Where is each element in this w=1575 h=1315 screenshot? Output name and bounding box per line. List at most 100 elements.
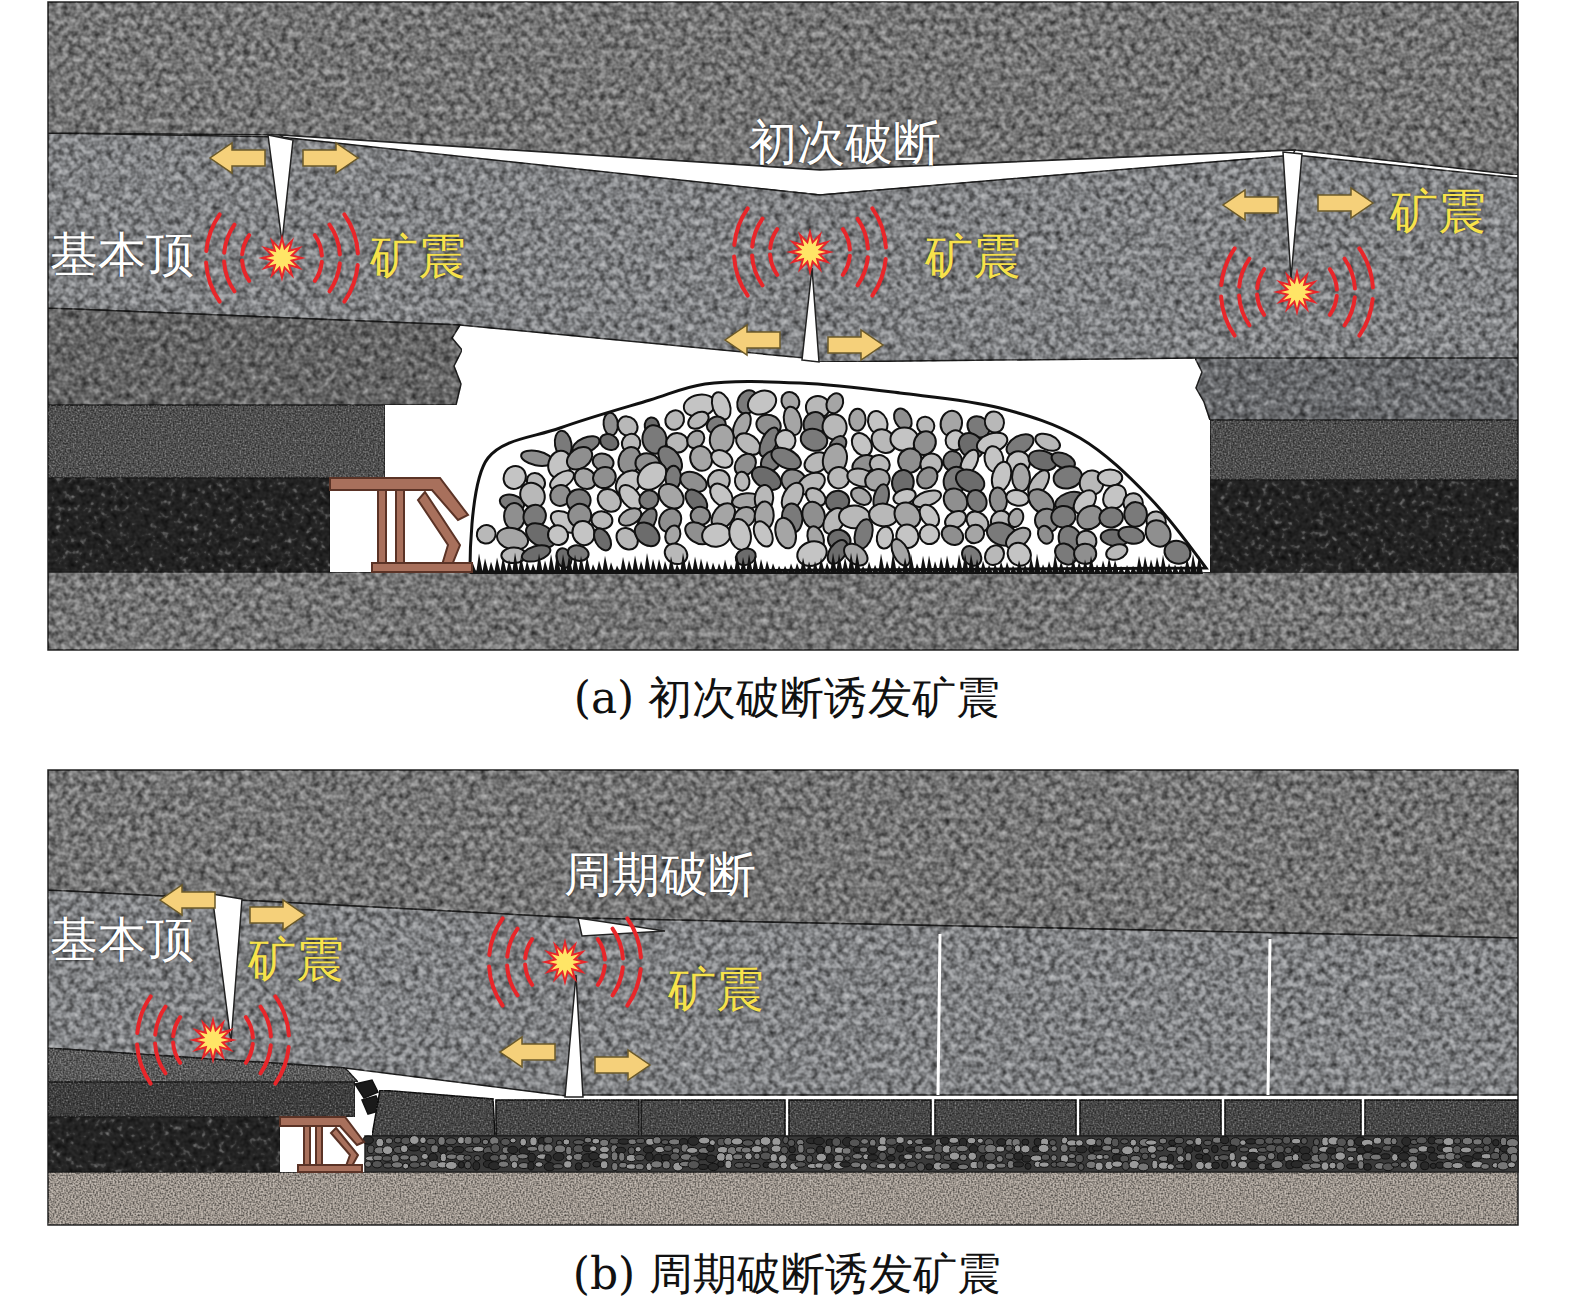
rubble-pebble [662, 1154, 671, 1160]
rubble-pebble [788, 1139, 795, 1146]
rubble-pebble [949, 1152, 959, 1160]
coal-fragments [968, 554, 975, 574]
overburden-layer [48, 770, 1518, 938]
tremor-wave [155, 1044, 165, 1074]
rubble-pebble [1255, 1138, 1265, 1145]
coal-fragments [938, 557, 945, 574]
rubble-pebble [1248, 1161, 1260, 1169]
tremor-wave [330, 225, 340, 255]
rubble-pebble [789, 1146, 796, 1152]
rubble-pebble [1051, 1155, 1057, 1161]
roof-debris [355, 1080, 378, 1098]
rubble-pebble [688, 1137, 699, 1146]
coal-fragments [776, 566, 783, 574]
rubble-pebble [1096, 1139, 1102, 1147]
mine-tremor-symbol [489, 918, 641, 1005]
coal-fragments [1034, 554, 1041, 574]
tremor-wave [752, 219, 762, 247]
rubble-pebble [917, 1163, 925, 1172]
rubble-pebble [600, 1139, 609, 1146]
coal-fragments [890, 552, 897, 574]
rubble-pebble [593, 1161, 601, 1167]
mine-tremor-symbol [137, 996, 289, 1083]
rubble-pebble [1142, 1153, 1149, 1160]
rubble-pebble [1417, 1154, 1426, 1161]
coal-fragments [530, 564, 537, 574]
tremor-burst [197, 1024, 229, 1056]
rubble-pebble [731, 1138, 742, 1145]
rubble-pebble [806, 1155, 813, 1163]
rubble-pebble [1427, 1147, 1435, 1153]
caved-blocks [641, 1100, 785, 1136]
rubble-pebble [1392, 1154, 1399, 1162]
roof-joint [938, 934, 940, 1095]
rubble-pebble [661, 1140, 669, 1145]
coal-fragments [704, 561, 711, 574]
rubble-pebble [706, 1155, 716, 1163]
rubble-rock [708, 447, 735, 472]
tremor-wave [206, 214, 219, 251]
rubble-pebble [1112, 1138, 1119, 1147]
rubble-pebble [852, 1154, 862, 1160]
coal-fragments [812, 561, 819, 574]
rubble-pebble [1202, 1148, 1209, 1154]
rubble-pebble [1120, 1155, 1129, 1162]
rubble-pebble [599, 1153, 609, 1160]
rubble-pebble [458, 1162, 464, 1169]
rubble-pebble [611, 1152, 618, 1161]
rubble-pebble [1102, 1145, 1112, 1151]
tremor-burst [1281, 276, 1313, 308]
coal-fragments [896, 565, 903, 574]
rubble-pebble [1138, 1163, 1149, 1171]
rubble-pebble [619, 1152, 625, 1161]
rubble-pebble [806, 1148, 815, 1154]
rubble-pebble [1462, 1137, 1473, 1145]
tremor-wave [525, 964, 532, 985]
coal-fragments [758, 559, 765, 574]
rubble-rock [981, 542, 1008, 569]
coal-fragments [950, 564, 957, 574]
rubble-pebble [860, 1147, 868, 1152]
rubble-pebble [1257, 1155, 1267, 1162]
coal-fragments [566, 555, 573, 574]
rubble-pebble [1130, 1139, 1137, 1146]
rubble-pebble [491, 1144, 500, 1153]
rubble-pebble [372, 1161, 382, 1168]
coal-fragments [722, 559, 729, 574]
rubble-pebble [1212, 1162, 1220, 1169]
rubble-pebble [635, 1164, 644, 1170]
tremor-wave [613, 929, 623, 959]
rubble-pebble [1461, 1156, 1473, 1162]
rubble-rock [938, 522, 966, 549]
rubble-pebble [1230, 1160, 1237, 1167]
coal-fragments [974, 559, 981, 574]
coal-fragments [1022, 565, 1029, 574]
rubble-rock [734, 471, 751, 491]
rubble-pebble [646, 1153, 654, 1161]
tremor-wave [1345, 259, 1355, 289]
rubble-pebble [446, 1146, 453, 1151]
tremor-wave [843, 256, 850, 275]
coal-fragments [746, 554, 753, 574]
rubble-pebble [969, 1145, 978, 1153]
tension-arrow [303, 143, 358, 173]
coal-fragments [680, 553, 687, 574]
rubble-pebble [1145, 1140, 1156, 1145]
coal-fragments [1106, 558, 1113, 574]
tremor-wave [1257, 269, 1264, 288]
subfigure-caption: (a) 初次破断诱发矿震 [574, 676, 1001, 720]
tremor-wave [224, 225, 234, 253]
rubble-pebble [741, 1147, 751, 1153]
rubble-pebble [1271, 1161, 1283, 1169]
coal-fragments [710, 563, 717, 574]
rubble-pebble [403, 1163, 409, 1169]
rubble-pebble [1186, 1139, 1194, 1145]
rubble-pebble [921, 1146, 933, 1152]
tremor-burst [1273, 268, 1321, 316]
coal-fragments [488, 562, 495, 574]
coal-fragments [494, 558, 501, 574]
roof-crack [802, 268, 819, 362]
coal-fragments [596, 561, 603, 574]
coal-fragments [830, 552, 837, 574]
rubble-rock [989, 487, 1008, 513]
